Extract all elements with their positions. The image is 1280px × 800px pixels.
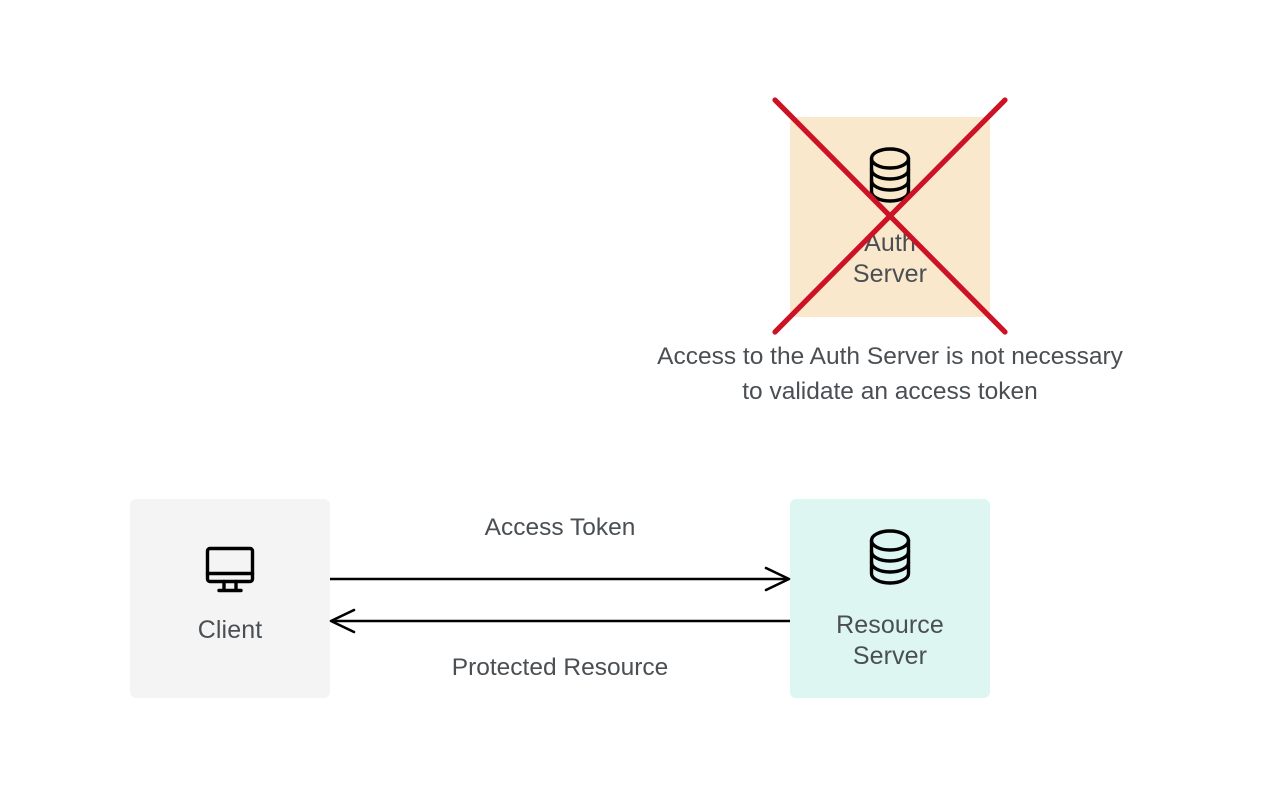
edge-label-protected-resource: Protected Resource [451, 654, 669, 681]
edge-protected-resource-arrow [329, 608, 790, 634]
node-resource-server[interactable]: Resource Server [790, 499, 990, 698]
desktop-monitor-icon [204, 546, 256, 599]
node-label-auth-server: Auth Server [852, 229, 928, 288]
edge-label-access-token: Access Token [484, 514, 636, 541]
database-icon [864, 527, 916, 594]
auth-server-note: Access to the Auth Server is not necessa… [657, 343, 1123, 405]
database-icon [864, 145, 916, 212]
node-label-resource-server: Resource Server [836, 611, 944, 670]
node-label-client: Client [197, 616, 263, 644]
node-auth-server[interactable]: Auth Server [790, 117, 990, 317]
edge-access-token-arrow [330, 566, 791, 592]
node-client[interactable]: Client [130, 499, 330, 698]
